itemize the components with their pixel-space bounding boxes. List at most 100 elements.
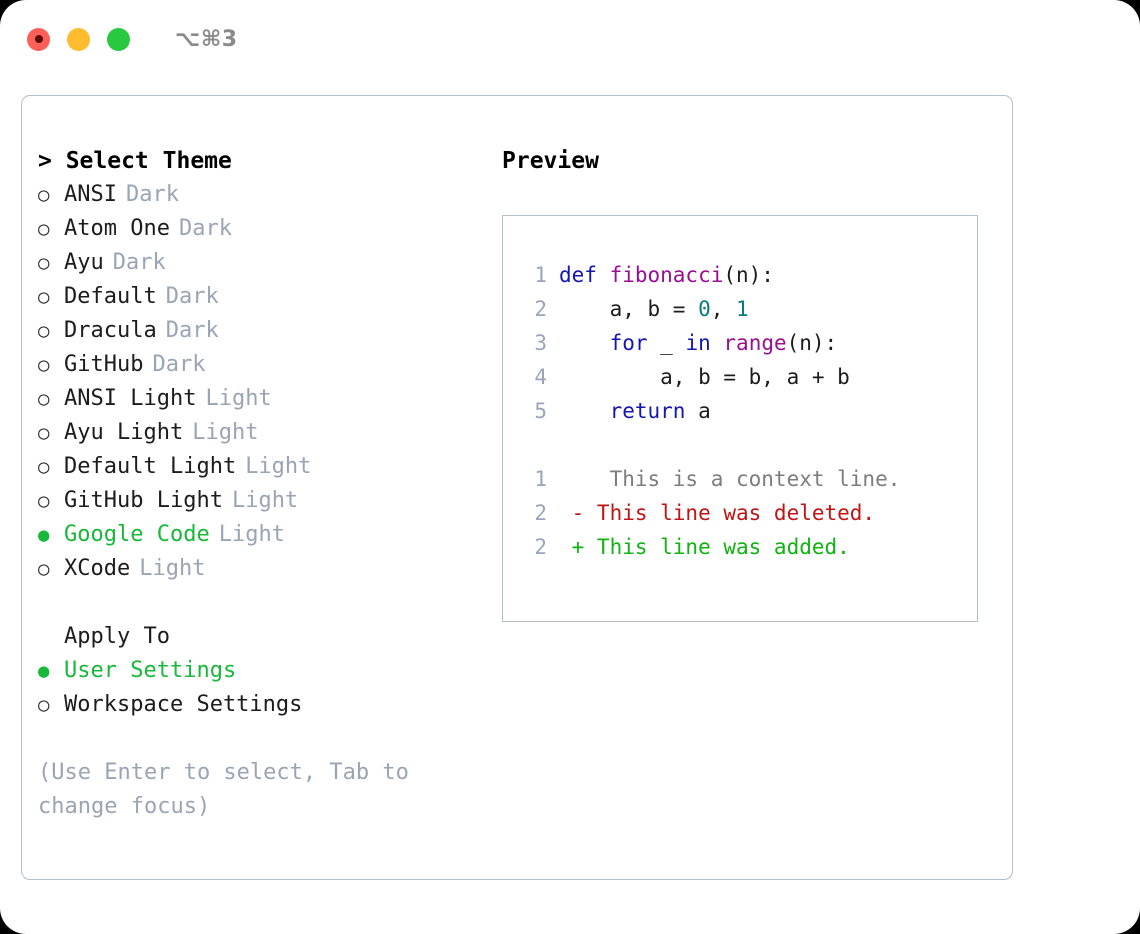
close-button[interactable] <box>27 27 50 51</box>
line-number: 1 <box>534 263 547 287</box>
code-token-pl: a, b = b, a + b <box>559 365 850 389</box>
theme-option-label: Ayu Light <box>64 420 184 445</box>
maximize-button[interactable] <box>107 27 130 51</box>
theme-option-github-light[interactable]: ○ GitHub Light Light <box>38 484 508 518</box>
code-token-pl: (n): <box>786 331 838 355</box>
line-number: 2 <box>534 501 547 525</box>
code-token-kw: in <box>685 331 711 355</box>
theme-option-label: Dracula <box>64 318 157 343</box>
diff-sample: 1 This is a context line.2 - This line w… <box>503 462 977 564</box>
theme-option-google-code[interactable]: ● Google Code Light <box>38 518 508 552</box>
keyboard-hint: (Use Enter to select, Tab to change focu… <box>38 760 409 819</box>
keyboard-shortcut-label: ⌥⌘3 <box>175 26 238 52</box>
apply-to-heading-row: Apply To <box>38 620 508 654</box>
line-number: 3 <box>534 331 547 355</box>
radio-unselected-icon: ○ <box>38 218 50 240</box>
code-diff-separator <box>503 428 977 462</box>
line-number: 1 <box>534 467 547 491</box>
radio-unselected-icon: ○ <box>38 388 50 410</box>
code-token-pl: , <box>710 297 737 321</box>
theme-option-dracula[interactable]: ○ Dracula Dark <box>38 314 508 348</box>
apply-to-option-workspace-settings[interactable]: ○ Workspace Settings <box>38 688 508 722</box>
radio-selected-icon: ● <box>38 524 50 546</box>
diff-line-add: 2 + This line was added. <box>503 530 977 564</box>
radio-unselected-icon: ○ <box>38 252 50 274</box>
apply-to-option-user-settings[interactable]: ● User Settings <box>38 654 508 688</box>
radio-unselected-icon: ○ <box>38 286 50 308</box>
radio-unselected-icon: ○ <box>38 558 50 580</box>
theme-option-kind: Dark <box>112 250 166 275</box>
theme-option-ayu[interactable]: ○ Ayu Dark <box>38 246 508 280</box>
theme-option-xcode[interactable]: ○ XCode Light <box>38 552 508 586</box>
radio-unselected-icon: ○ <box>38 320 50 342</box>
theme-option-kind: Dark <box>125 182 179 207</box>
code-line: 2 a, b = 0, 1 <box>503 292 977 326</box>
select-theme-heading: > Select Theme <box>38 148 232 174</box>
code-token-kw: def <box>559 263 610 287</box>
code-text: def fibonacci(n): <box>559 258 774 292</box>
line-number: 2 <box>534 535 547 559</box>
code-line: 4 a, b = b, a + b <box>503 360 977 394</box>
theme-option-ansi-light[interactable]: ○ ANSI Light Light <box>38 382 508 416</box>
apply-to-option-label: User Settings <box>64 658 237 683</box>
theme-option-kind: Light <box>192 420 259 445</box>
apply-to-option-label: Workspace Settings <box>64 692 303 717</box>
diff-line-ctx: 1 This is a context line. <box>503 462 977 496</box>
code-token-pl <box>559 331 610 355</box>
apply-to-heading: Apply To <box>64 624 170 649</box>
radio-selected-icon: ● <box>38 660 50 682</box>
theme-option-label: Google Code <box>64 522 210 547</box>
line-number: 4 <box>534 365 547 389</box>
code-line: 5 return a <box>503 394 977 428</box>
code-token-pl <box>559 399 610 423</box>
theme-option-label: GitHub Light <box>64 488 223 513</box>
radio-unselected-icon: ○ <box>38 456 50 478</box>
theme-option-kind: Light <box>218 522 285 547</box>
radio-unselected-icon: ○ <box>38 184 50 206</box>
theme-option-label: ANSI Light <box>64 386 197 411</box>
radio-unselected-icon: ○ <box>38 490 50 512</box>
code-token-fn: range <box>723 331 787 355</box>
diff-line-del: 2 - This line was deleted. <box>503 496 977 530</box>
code-text: return a <box>559 394 711 428</box>
theme-option-kind: Light <box>205 386 272 411</box>
theme-option-label: GitHub <box>64 352 144 377</box>
diff-text: This is a context line. <box>559 467 901 491</box>
window-controls <box>27 27 130 51</box>
code-token-pl: _ <box>647 331 686 355</box>
code-token-pl: (n): <box>723 263 774 287</box>
radio-unselected-icon: ○ <box>38 694 50 716</box>
code-token-fn: fibonacci <box>609 263 724 287</box>
theme-option-label: Ayu <box>64 250 104 275</box>
theme-option-label: XCode <box>64 556 131 581</box>
apply-to-list[interactable]: ● User Settings ○ Workspace Settings <box>38 654 508 722</box>
theme-option-kind: Light <box>139 556 206 581</box>
preview-heading: Preview <box>502 148 599 174</box>
code-token-pl: a, b = <box>559 297 699 321</box>
code-text: a, b = b, a + b <box>559 360 850 394</box>
minimize-button[interactable] <box>67 27 90 51</box>
diff-text: - This line was deleted. <box>559 501 876 525</box>
theme-option-kind: Dark <box>178 216 232 241</box>
code-line: 1 def fibonacci(n): <box>503 258 977 292</box>
theme-option-kind: Dark <box>165 284 219 309</box>
theme-option-kind: Dark <box>165 318 219 343</box>
code-token-num: 1 <box>736 297 749 321</box>
diff-text: + This line was added. <box>559 535 850 559</box>
apply-to-heading-indent <box>38 620 64 654</box>
code-text: for _ in range(n): <box>559 326 838 360</box>
theme-option-kind: Light <box>245 454 312 479</box>
theme-option-kind: Light <box>231 488 299 513</box>
title-bar: ⌥⌘3 <box>0 0 1140 78</box>
